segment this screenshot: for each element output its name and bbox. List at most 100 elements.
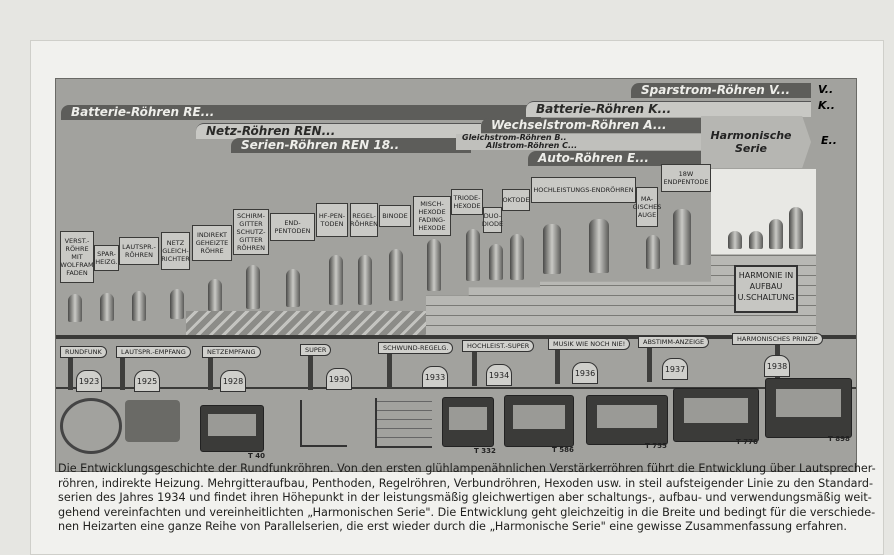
- tube-icon: [543, 224, 561, 274]
- harmonie-plaque: HARMONIE IN AUFBAU U.SCHALTUNG: [734, 265, 798, 313]
- milestone-sign: LAUTSPR.-EMPFANG: [116, 346, 191, 358]
- tube-label: HF-PEN-TODEN: [316, 203, 348, 237]
- caption-line: serien des Jahres 1934 und findet ihren …: [58, 491, 872, 504]
- tube-icon: [728, 231, 742, 249]
- tube-icon: [769, 219, 783, 249]
- tube-label: VERST.-RÖHRE MIT WOLFRAM FADEN: [60, 231, 94, 283]
- milestone-sign: HARMONISCHES PRINZIP: [732, 333, 823, 345]
- milestone-year: 1930: [326, 368, 352, 390]
- radio-model: T 776: [736, 438, 758, 446]
- regulation-curve-icon: [375, 398, 432, 448]
- bridge-truss: [186, 311, 426, 335]
- bar-batterie-k: Batterie-Röhren K...: [526, 101, 811, 117]
- tube-icon: [100, 293, 114, 321]
- radio-model: T 332: [474, 447, 496, 455]
- milestone-sign: ABSTIMM-ANZEIGE: [638, 336, 710, 348]
- tube-icon: [286, 269, 300, 307]
- milestone-sign: MUSIK WIE NOCH NIE!: [548, 338, 631, 350]
- caption-line: nen Heizarten eine ganze Reihe von Paral…: [58, 520, 847, 533]
- bar-batterie-k-end: K..: [818, 99, 835, 112]
- bar-wechselstrom: Wechselstrom-Röhren A...: [481, 118, 711, 133]
- radio-model: T 586: [552, 446, 574, 454]
- tube-label: TRIODE-HEXODE: [451, 189, 483, 215]
- milestone-year: 1928: [220, 370, 246, 392]
- bar-batterie-re: Batterie-Röhren RE...: [61, 105, 541, 120]
- tube-icon: [68, 294, 82, 322]
- radio-t898: [765, 378, 852, 438]
- tube-label: OKTODE: [502, 189, 530, 211]
- bar-netz-ren: Netz-Röhren REN...: [196, 123, 481, 139]
- tube-label: SCHIRM-GITTER SCHUTZ-GITTER RÖHREN: [233, 209, 269, 255]
- tube-label: LAUTSPR.-RÖHREN: [119, 237, 159, 265]
- tube-label: HOCHLEISTUNGS-ENDRÖHREN: [531, 177, 636, 203]
- bar-gleich-allstrom: Gleichstrom-Röhren B.. Allstrom-Röhren C…: [456, 134, 701, 150]
- milestone-sign: SUPER: [300, 344, 332, 356]
- radio-model: T 755: [645, 442, 667, 450]
- milestone-sign: SCHWUND-REGELG.: [378, 342, 454, 354]
- bar-sparstrom: Sparstrom-Röhren V...: [631, 83, 811, 98]
- milestone-year: 1937: [662, 358, 688, 380]
- caption: Die Entwicklungsgeschichte der Rundfunkr…: [58, 462, 876, 535]
- radio-t586: [504, 395, 574, 447]
- tube-label: INDIREKT GEHEIZTE RÖHRE: [192, 225, 232, 261]
- tube-icon: [329, 255, 343, 305]
- milestone-year: 1933: [422, 366, 448, 388]
- tube-label: SPAR-HEIZG.: [94, 245, 119, 271]
- milestone-year: 1923: [76, 370, 102, 392]
- tube-label: NETZ GLEICH-RICHTER: [161, 232, 190, 270]
- tube-label: MISCH-HEXODE FADING-HEXODE: [413, 196, 451, 236]
- tube-icon: [589, 219, 609, 273]
- bar-serien: Serien-Röhren REN 18..: [231, 138, 471, 153]
- milestone-sign: HOCHLEIST.-SUPER: [462, 340, 535, 352]
- tube-icon: [246, 265, 260, 309]
- tube-icon: [749, 231, 763, 249]
- radio-model: T 898: [828, 435, 850, 443]
- signpost: [555, 344, 560, 384]
- tube-icon: [208, 279, 222, 311]
- radio-model: T 40: [248, 452, 265, 460]
- tube-label: 18W ENDPENTODE: [661, 164, 711, 192]
- bar-gleichstrom: Gleichstrom-Röhren B..: [462, 133, 567, 142]
- bar-allstrom: Allstrom-Röhren C...: [486, 141, 578, 150]
- tube-label: DUO-DIODE: [482, 207, 503, 233]
- tube-icon: [789, 207, 803, 249]
- bar-sparstrom-end: V..: [818, 83, 834, 96]
- signpost: [647, 342, 652, 382]
- tube-icon: [170, 289, 184, 319]
- headphones-receiver-icon: [60, 398, 122, 454]
- loudspeaker-receiver-icon: [125, 400, 180, 442]
- signpost: [68, 350, 73, 390]
- caption-line: röhren, indirekte Heizung. Mehrgitterauf…: [58, 476, 874, 490]
- tube-label: END-PENTODEN: [270, 213, 315, 241]
- bar-harmonische-end: E..: [821, 134, 837, 147]
- caption-line: gehend vereinfachten und vereinheitlicht…: [58, 505, 876, 519]
- tube-icon: [427, 239, 441, 291]
- tube-icon: [646, 235, 660, 269]
- tube-label: BINODE: [379, 205, 411, 227]
- signpost: [387, 348, 392, 388]
- tube-icon: [358, 255, 372, 305]
- milestone-sign: RUNDFUNK: [60, 346, 107, 358]
- tube-icon: [673, 209, 691, 265]
- radio-t40: [200, 405, 264, 452]
- tube-label: REGEL-RÖHREN: [350, 203, 378, 237]
- caption-line: Die Entwicklungsgeschichte der Rundfunkr…: [58, 462, 876, 475]
- signpost: [472, 346, 477, 386]
- brick-staircase: [426, 281, 711, 335]
- tube-icon: [489, 244, 503, 280]
- tube-icon: [466, 229, 480, 281]
- tube-icon: [510, 234, 524, 280]
- bar-auto: Auto-Röhren E...: [528, 151, 711, 166]
- signpost: [120, 350, 125, 390]
- milestone-year: 1936: [572, 362, 598, 384]
- radio-t755: [586, 395, 668, 445]
- signpost: [308, 350, 313, 390]
- superhet-diagram-icon: [300, 400, 347, 447]
- harmonische-serie-box: Harmonische Serie: [701, 116, 811, 168]
- radio-t776: [673, 388, 759, 442]
- divider-line: [56, 335, 856, 339]
- tube-icon: [132, 291, 146, 321]
- divider-line: [56, 387, 856, 389]
- tube-label: MA-GISCHES AUGE: [633, 187, 661, 227]
- milestone-sign: NETZEMPFANG: [202, 346, 261, 358]
